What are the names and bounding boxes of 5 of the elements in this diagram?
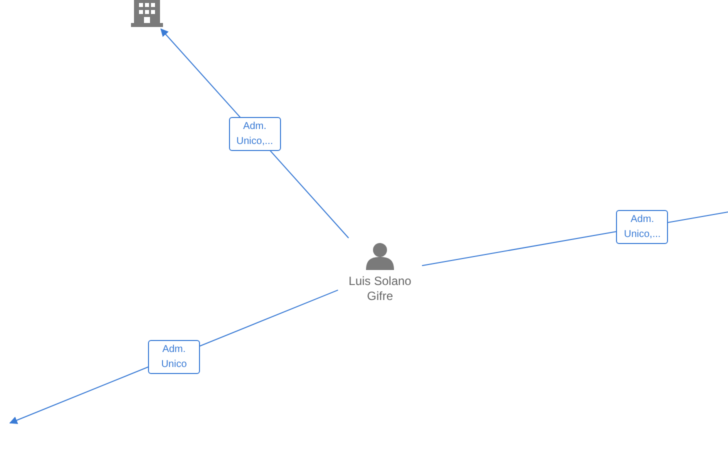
edge-label: Adm. Unico,... (616, 210, 668, 244)
person-name: Luis Solano Gifre (348, 274, 412, 304)
building-icon (131, 0, 163, 27)
edge-label: Adm. Unico (148, 340, 200, 374)
edge-label: Adm. Unico,... (228, 116, 281, 150)
